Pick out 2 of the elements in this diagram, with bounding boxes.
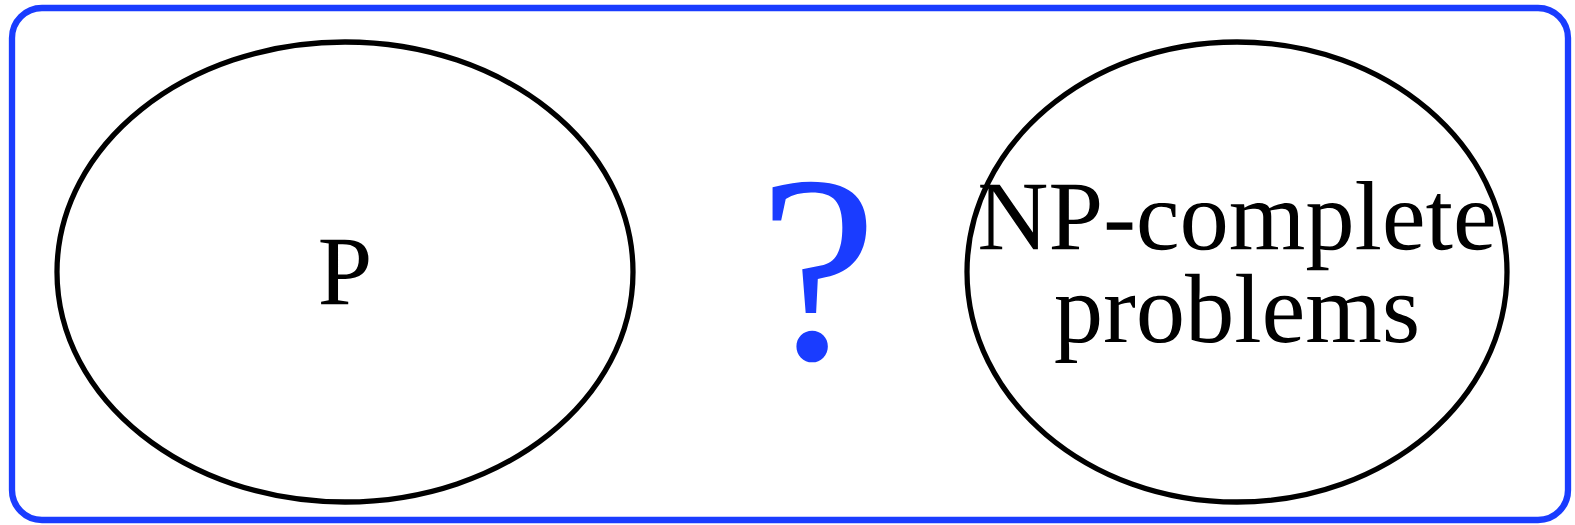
question-mark: ?	[772, 181, 867, 363]
frame-box	[8, 4, 1572, 524]
